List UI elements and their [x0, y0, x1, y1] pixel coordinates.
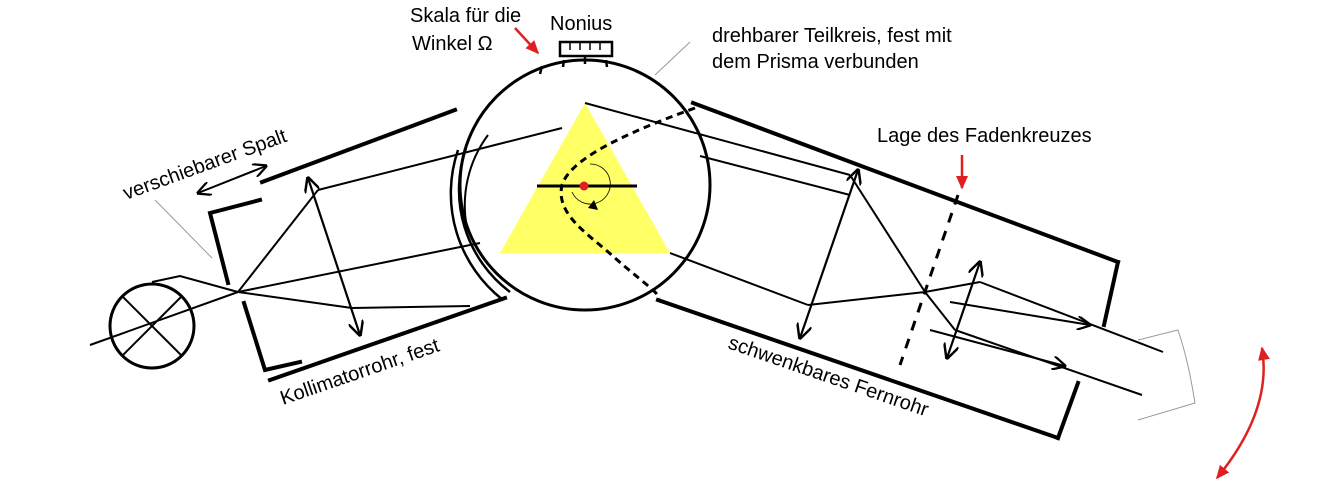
- dashed-contour: [559, 106, 696, 299]
- label-skala-line2: Winkel Ω: [412, 33, 493, 55]
- collimator-rays: [237, 127, 563, 309]
- scale-arrow: [514, 27, 540, 55]
- incoming-axis-line: [89, 291, 239, 346]
- label-skala-line1: Skala für die: [410, 5, 521, 27]
- collimator-tube: [259, 107, 508, 383]
- label-teilkreis-line2: dem Prisma verbunden: [712, 51, 919, 73]
- slit-shift-arrow: [198, 166, 266, 193]
- label-fadenkreuz: Lage des Fadenkreuzes: [877, 125, 1092, 147]
- vernier-scale: [558, 40, 614, 58]
- teilkreis-pointer: [654, 41, 691, 76]
- spalt-pointer: [154, 199, 213, 259]
- rotation-arc: [571, 163, 611, 205]
- label-spalt: verschiebarer Spalt: [120, 125, 290, 205]
- label-teilkreis-line1: drehbarer Teilkreis, fest mit: [712, 25, 952, 47]
- slit: [207, 197, 303, 373]
- telescope-tube: [655, 100, 1121, 441]
- eyepiece-rays: [924, 281, 1164, 396]
- crosshair-plane: [898, 194, 960, 366]
- rotation-arrow-head: [588, 200, 598, 210]
- label-fernrohr: schwenkbares Fernrohr: [725, 332, 931, 421]
- label-kollimator: Kollimatorrohr, fest: [277, 335, 442, 410]
- prism: [500, 103, 670, 253]
- telescope-lens: [800, 170, 858, 338]
- eye-icon: [1137, 329, 1196, 421]
- swivel-arrow: [1216, 346, 1270, 480]
- label-nonius: Nonius: [550, 13, 612, 35]
- eyepiece-lens: [947, 262, 980, 358]
- lamp-cross-icon: [108, 282, 196, 370]
- lamp-beam-upper: [151, 274, 239, 293]
- center-dot: [579, 181, 589, 191]
- angle-scale-ticks: [538, 57, 609, 75]
